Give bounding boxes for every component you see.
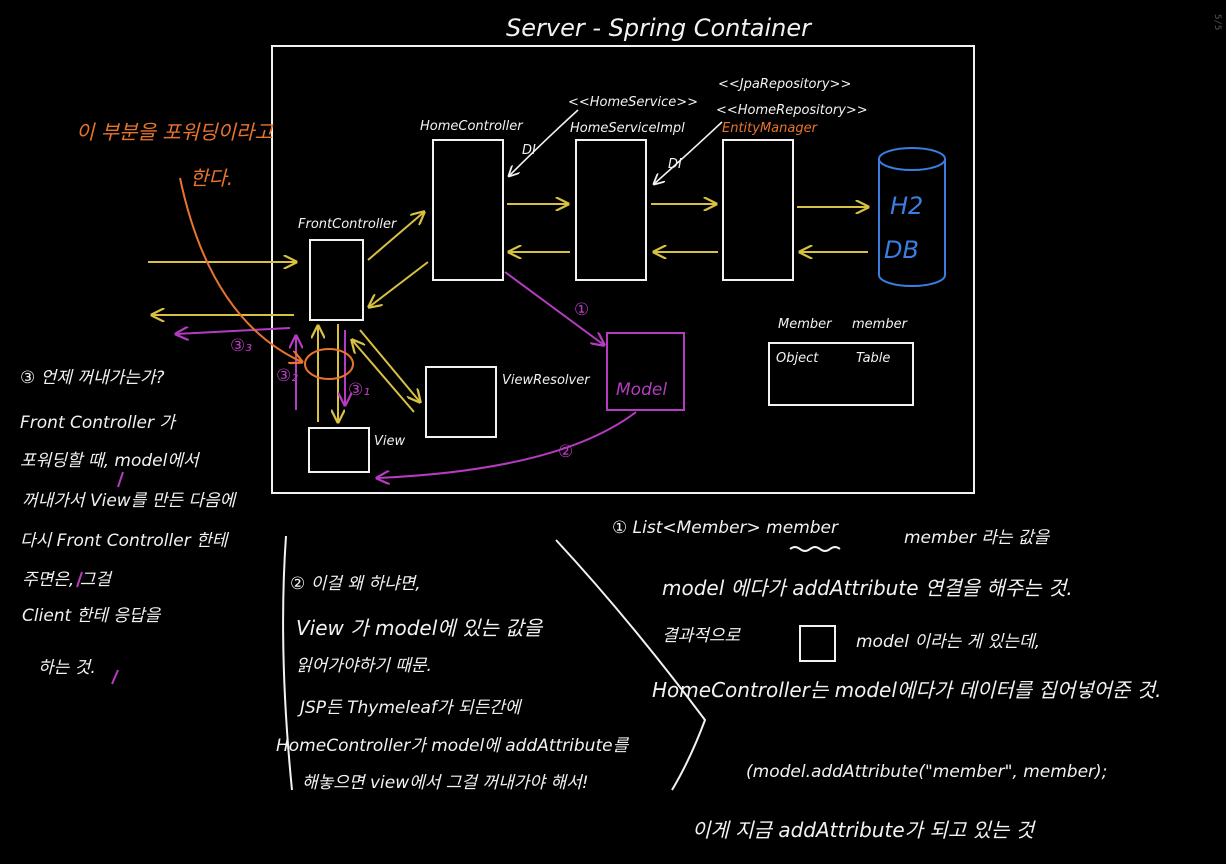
model-box (606, 332, 685, 411)
member-table-label: Table (856, 351, 891, 366)
di-label-2: DI (668, 157, 682, 172)
r1-note-line4: HomeController는 model에다가 데이터를 집어넣어준 것. (652, 678, 1162, 702)
r1-note-last: 이게 지금 addAttribute가 되고 있는 것 (692, 818, 1035, 842)
forwarding-note-line2: 한다. (190, 166, 234, 190)
page-indicator: 5/5 (1212, 14, 1222, 31)
r1-note-line2: model 에다가 addAttribute 연결을 해주는 것. (662, 576, 1073, 600)
forwarding-pointer-arrow (179, 177, 302, 362)
member-class-label: Member (778, 317, 832, 332)
view-resolver-box (425, 366, 497, 438)
db-label-db: DB (884, 236, 919, 264)
view-resolver-label: ViewResolver (502, 373, 590, 388)
purple-tick-2 (76, 571, 83, 588)
q3-note-line: Client 한테 응답을 (22, 606, 161, 626)
home-repository-label: <<HomeRepository>> (716, 103, 868, 118)
view-label: View (374, 434, 406, 449)
front-controller-label: FrontController (298, 217, 397, 232)
q2-note-line: View 가 model에 있는 값을 (296, 616, 543, 640)
member-table-header-label: member (852, 317, 907, 332)
q3-note-line: 꺼내가서 View를 만든 다음에 (22, 491, 236, 511)
left-divider-curve (282, 535, 293, 791)
arrow-model-to-view (377, 411, 637, 478)
q2-note-line: 읽어가야하기 때문. (296, 656, 432, 676)
q3-note-line: 포워딩할 때, model에서 (20, 451, 199, 471)
home-service-impl-label: HomeServiceImpl (570, 121, 685, 136)
r1-note-line1b: member 라는 값을 (904, 528, 1050, 548)
q3-note-line: 하는 것. (38, 658, 96, 678)
q3-note-line: 주면은, 그걸 (22, 570, 112, 590)
view-box (308, 427, 370, 473)
arrow-controller-to-model (504, 271, 604, 345)
home-repository-box (722, 139, 794, 281)
home-service-stereotype-label: <<HomeService>> (568, 95, 699, 110)
purple-tick-1 (117, 471, 124, 488)
arrow-front-to-client-step3 (176, 328, 291, 334)
step-2-marker: ② (558, 442, 574, 462)
arrow-front-to-view-resolver (359, 329, 420, 402)
step-3-3-marker: ③₃ (230, 336, 253, 356)
small-square-icon (799, 625, 836, 662)
q3-note-line: ③ 언제 꺼내가는가? (20, 368, 165, 388)
di-arrow-service-to-controller (509, 109, 579, 176)
r1-note-line1a: ① List<Member> member (612, 518, 838, 538)
squiggle-underline (789, 546, 841, 552)
diagram-title: Server - Spring Container (506, 14, 811, 42)
q3-note-line: 다시 Front Controller 한테 (20, 531, 228, 551)
q2-note-line: 해놓으면 view에서 그걸 꺼내가야 해서! (302, 773, 589, 793)
q3-note-line: Front Controller 가 (20, 413, 176, 433)
r1-note-line3b: model 이라는 게 있는데, (856, 632, 1041, 652)
q2-note-line: HomeController가 model에 addAttribute를 (276, 736, 629, 756)
step-1-marker: ① (574, 300, 590, 320)
r1-code-line: (model.addAttribute("member", member); (746, 762, 1108, 782)
entity-manager-label: EntityManager (722, 121, 817, 136)
jpa-repository-label: <<JpaRepository>> (718, 77, 852, 92)
arrow-home-controller-to-front (369, 261, 429, 307)
right-divider-curve (555, 539, 707, 791)
model-label: Model (616, 380, 668, 400)
home-service-impl-box (575, 139, 647, 281)
di-arrow-repository-to-service (654, 121, 723, 184)
step-3-1-marker: ③₁ (348, 380, 371, 400)
home-controller-label: HomeController (420, 119, 523, 134)
arrow-front-to-home-controller (367, 212, 424, 261)
member-object-label: Object (776, 351, 819, 366)
r1-note-line3a: 결과적으로 (662, 626, 741, 646)
member-table-box (768, 342, 914, 406)
q2-note-line: JSP든 Thymeleaf가 되든간에 (300, 698, 521, 718)
db-label-h2: H2 (890, 192, 924, 220)
server-container-box (271, 45, 975, 494)
purple-tick-3 (111, 669, 119, 685)
database-cylinder-icon (878, 147, 946, 287)
step-3-2-marker: ③₂ (276, 366, 299, 386)
home-controller-box (432, 139, 504, 281)
arrow-view-resolver-to-front (352, 340, 415, 413)
forwarding-note-line1: 이 부분을 포워딩이라고 (76, 120, 273, 144)
di-label-1: DI (522, 143, 536, 158)
front-controller-box (309, 239, 364, 321)
q2-note-line: ② 이걸 왜 하냐면, (290, 574, 421, 594)
